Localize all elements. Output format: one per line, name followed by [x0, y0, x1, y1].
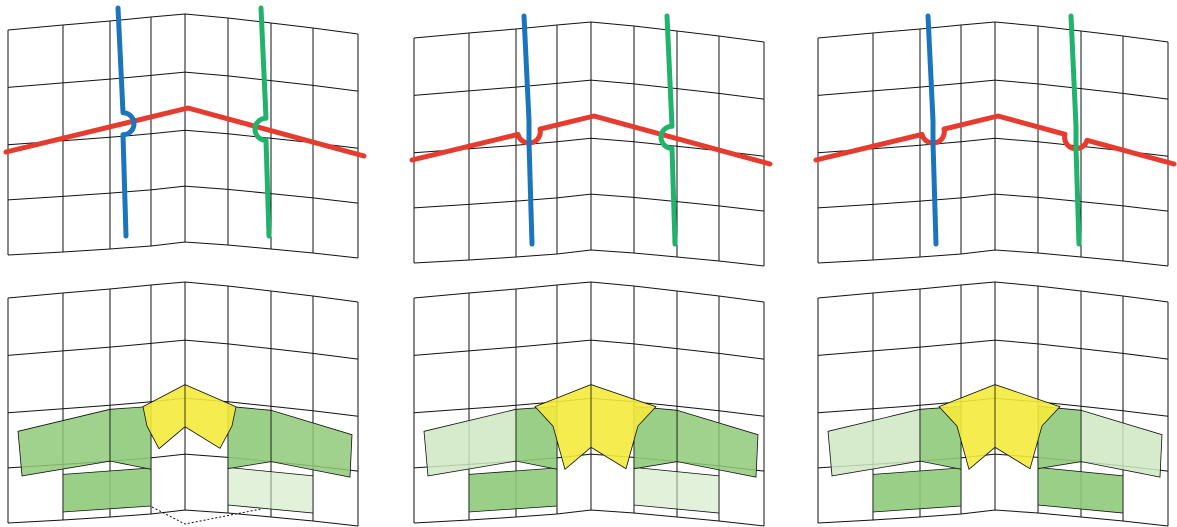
grid-row-line [817, 79, 1169, 100]
red-curve [3, 105, 367, 159]
grid-row-line [817, 281, 1169, 303]
grid-row-line [413, 193, 765, 212]
grid-row-line [817, 339, 1169, 360]
yellow-patch [938, 384, 1061, 471]
green-rise-right [227, 466, 314, 514]
panel-bottom-left [7, 281, 359, 527]
grid-row-line [413, 21, 765, 43]
panel-bottom-right [817, 281, 1169, 527]
dotted-closure-line [151, 506, 262, 525]
grid-row-line [7, 185, 359, 204]
grid-row-line [817, 21, 1169, 43]
green-band-inner-right [227, 405, 272, 470]
grid-mesh [413, 21, 765, 267]
panel-top-left [3, 5, 367, 259]
green-band-left [827, 408, 921, 477]
grid-row-line [7, 71, 359, 92]
green-rise-left [62, 467, 152, 513]
green-band-left [17, 408, 111, 477]
green-rise-right [633, 466, 720, 514]
green-curve [252, 5, 272, 239]
green-rise-right [1037, 466, 1124, 514]
yellow-patch [534, 384, 657, 471]
red-curve [813, 113, 1177, 167]
green-rise-left [468, 467, 558, 513]
green-rise-left [872, 467, 962, 513]
panel-top-middle [409, 13, 773, 267]
green-band-inner-right [1037, 405, 1082, 470]
grid-row-line [817, 193, 1169, 212]
green-band-inner-right [633, 405, 678, 470]
grid-row-line [413, 509, 765, 527]
grid-row-line [7, 13, 359, 35]
grid-row-line [413, 339, 765, 360]
green-band-left [423, 408, 517, 477]
grid-row-line [7, 509, 359, 527]
green-curve [658, 13, 678, 247]
grid-mesh [817, 21, 1169, 267]
green-band-right [676, 409, 759, 478]
grid-row-line [817, 249, 1169, 267]
blue-curve [925, 13, 939, 247]
grid-row-line [7, 241, 359, 259]
grid-row-line [7, 129, 359, 149]
panel-top-right [813, 13, 1177, 267]
blue-curve [521, 13, 535, 247]
panel-bottom-middle [413, 281, 765, 527]
green-band-right [1080, 409, 1163, 478]
yellow-patch [142, 384, 237, 450]
grid-row-line [817, 509, 1169, 527]
grid-row-line [817, 137, 1169, 157]
green-band-right [270, 409, 353, 478]
grid-row-line [413, 249, 765, 267]
red-curve [409, 113, 773, 167]
grid-row-line [7, 281, 359, 303]
grid-row-line [7, 339, 359, 360]
grid-row-line [413, 79, 765, 100]
blue-curve [115, 5, 137, 239]
green-band-inner-left [109, 405, 152, 470]
green-curve [1068, 13, 1082, 247]
grid-row-line [413, 281, 765, 303]
grid-mesh [7, 13, 359, 259]
grid-row-line [413, 137, 765, 157]
